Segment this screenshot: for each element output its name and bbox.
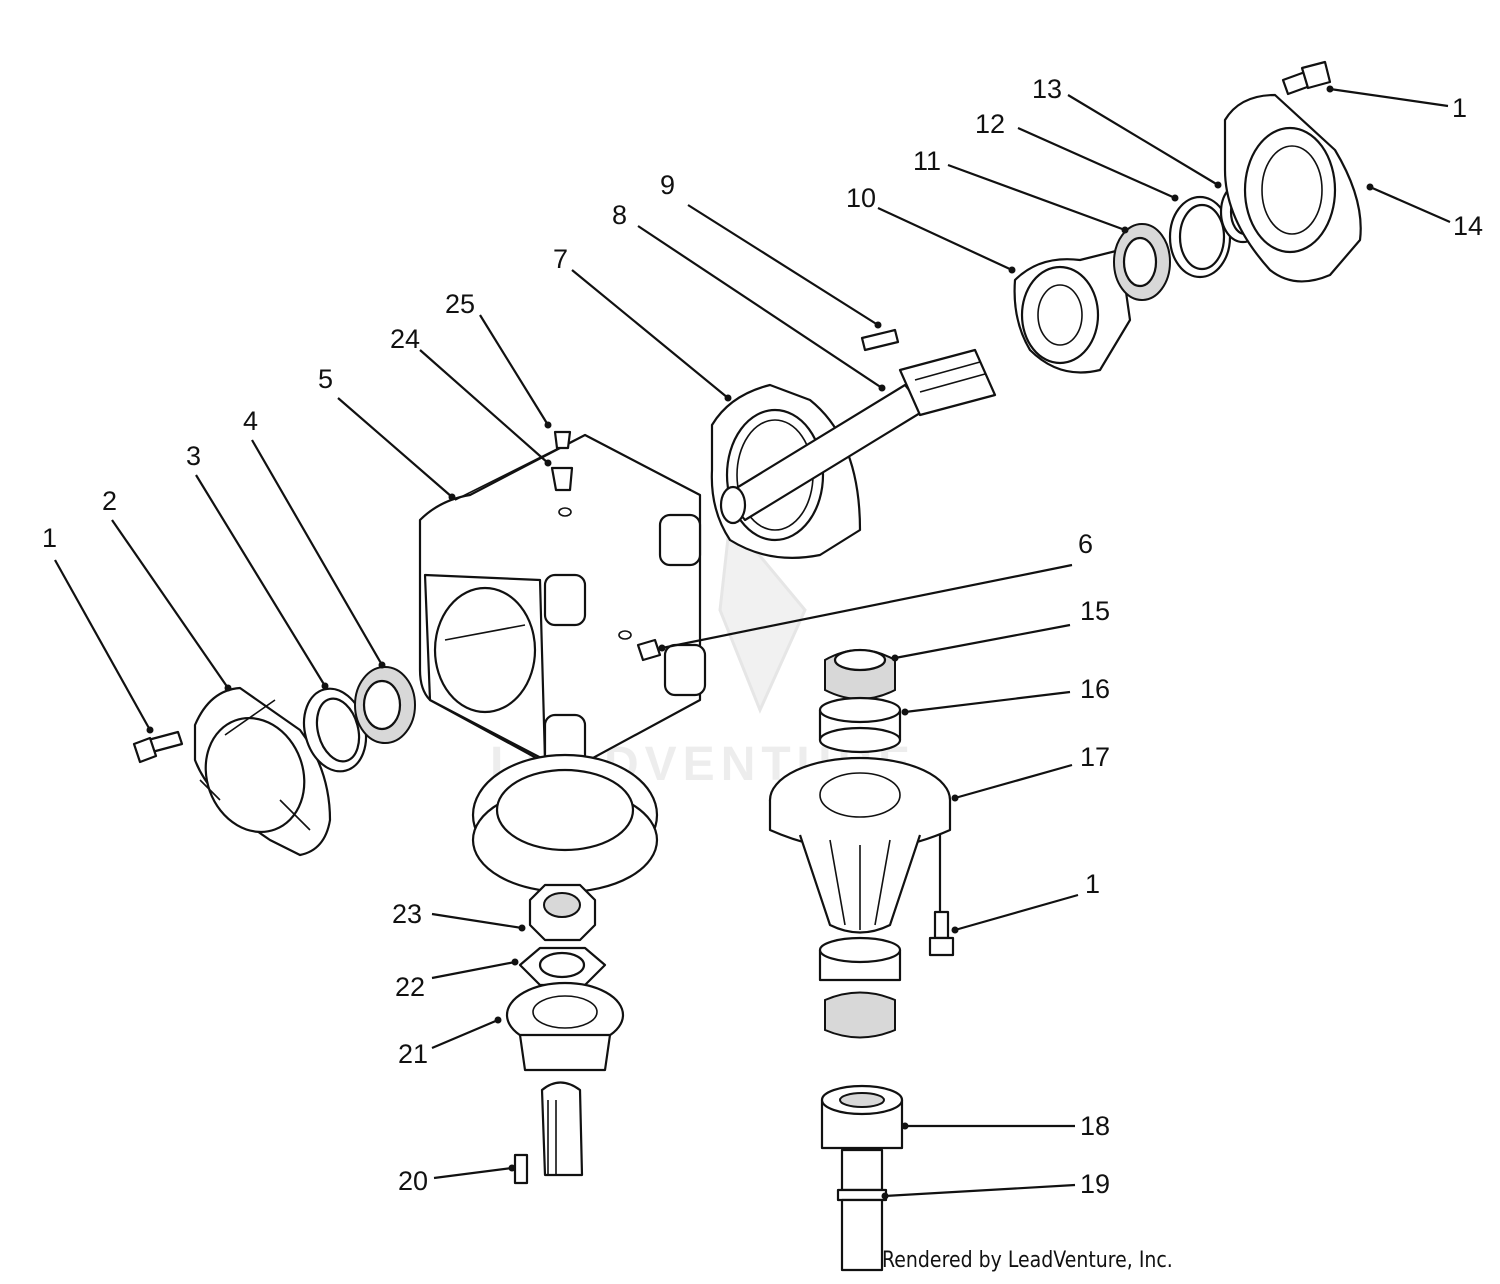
- callout-25: 25: [445, 289, 475, 319]
- callout-14: 14: [1453, 211, 1483, 241]
- callout-5: 5: [318, 364, 333, 394]
- callout-labels: 1 2 3 4 5 6 7 8 9 10 11 12 13 14 1 25 24…: [42, 74, 1483, 1199]
- part-17-housing[interactable]: [768, 756, 952, 934]
- callout-23: 23: [392, 899, 422, 929]
- render-credit: Rendered by LeadVenture, Inc.: [882, 1248, 1173, 1273]
- part-18-bearing[interactable]: [820, 1084, 904, 1150]
- part-3-seal[interactable]: [295, 682, 375, 779]
- part-1-bolt-top[interactable]: [1281, 60, 1332, 96]
- callout-6: 6: [1078, 529, 1093, 559]
- output-shaft[interactable]: [540, 1081, 584, 1177]
- part-9-key[interactable]: [860, 328, 900, 352]
- part-4-bearing[interactable]: [354, 666, 416, 744]
- part-12-race[interactable]: [1168, 195, 1232, 279]
- callout-10: 10: [846, 183, 876, 213]
- leader-lines: [54, 85, 1451, 1200]
- part-6-plug[interactable]: [636, 638, 662, 662]
- callout-11: 11: [913, 146, 941, 176]
- lower-race[interactable]: [818, 936, 902, 982]
- part-24-fitting[interactable]: [550, 466, 574, 492]
- callout-16: 16: [1080, 674, 1110, 704]
- part-16-race[interactable]: [818, 696, 902, 754]
- callout-3: 3: [186, 441, 201, 471]
- part-19-shaft[interactable]: [836, 1148, 888, 1272]
- part-22-washer[interactable]: [518, 946, 607, 987]
- bottom-flange[interactable]: [471, 753, 659, 894]
- part-8-shaft[interactable]: [719, 348, 997, 525]
- part-25-plug[interactable]: [553, 430, 572, 450]
- part-23-nut[interactable]: [528, 883, 597, 942]
- part-1-bolt-lower[interactable]: [928, 910, 955, 957]
- lower-bearing[interactable]: [824, 991, 896, 1039]
- callout-9: 9: [660, 170, 675, 200]
- part-2-cover[interactable]: [190, 686, 332, 857]
- part-21-hub[interactable]: [505, 981, 625, 1072]
- callout-1-lower: 1: [1085, 869, 1100, 899]
- callout-1-left: 1: [42, 523, 57, 553]
- callout-2: 2: [102, 486, 117, 516]
- callout-4: 4: [243, 406, 258, 436]
- callout-1-top: 1: [1452, 93, 1467, 123]
- callout-21: 21: [398, 1039, 428, 1069]
- callout-13: 13: [1032, 74, 1062, 104]
- callout-18: 18: [1080, 1111, 1110, 1141]
- part-1-bolt-left[interactable]: [132, 730, 184, 764]
- callout-22: 22: [395, 972, 425, 1002]
- callout-15: 15: [1080, 596, 1110, 626]
- callout-8: 8: [612, 200, 627, 230]
- part-15-bearing[interactable]: [824, 648, 896, 700]
- part-14-end-cover[interactable]: [1223, 93, 1362, 283]
- callout-7: 7: [553, 244, 568, 274]
- callout-17: 17: [1080, 742, 1110, 772]
- part-10-cup[interactable]: [1013, 248, 1132, 374]
- part-20-key[interactable]: [513, 1153, 529, 1185]
- callout-12: 12: [975, 109, 1005, 139]
- callout-19: 19: [1080, 1169, 1110, 1199]
- callout-20: 20: [398, 1166, 428, 1196]
- part-11-bearing[interactable]: [1113, 223, 1171, 301]
- callout-24: 24: [390, 324, 420, 354]
